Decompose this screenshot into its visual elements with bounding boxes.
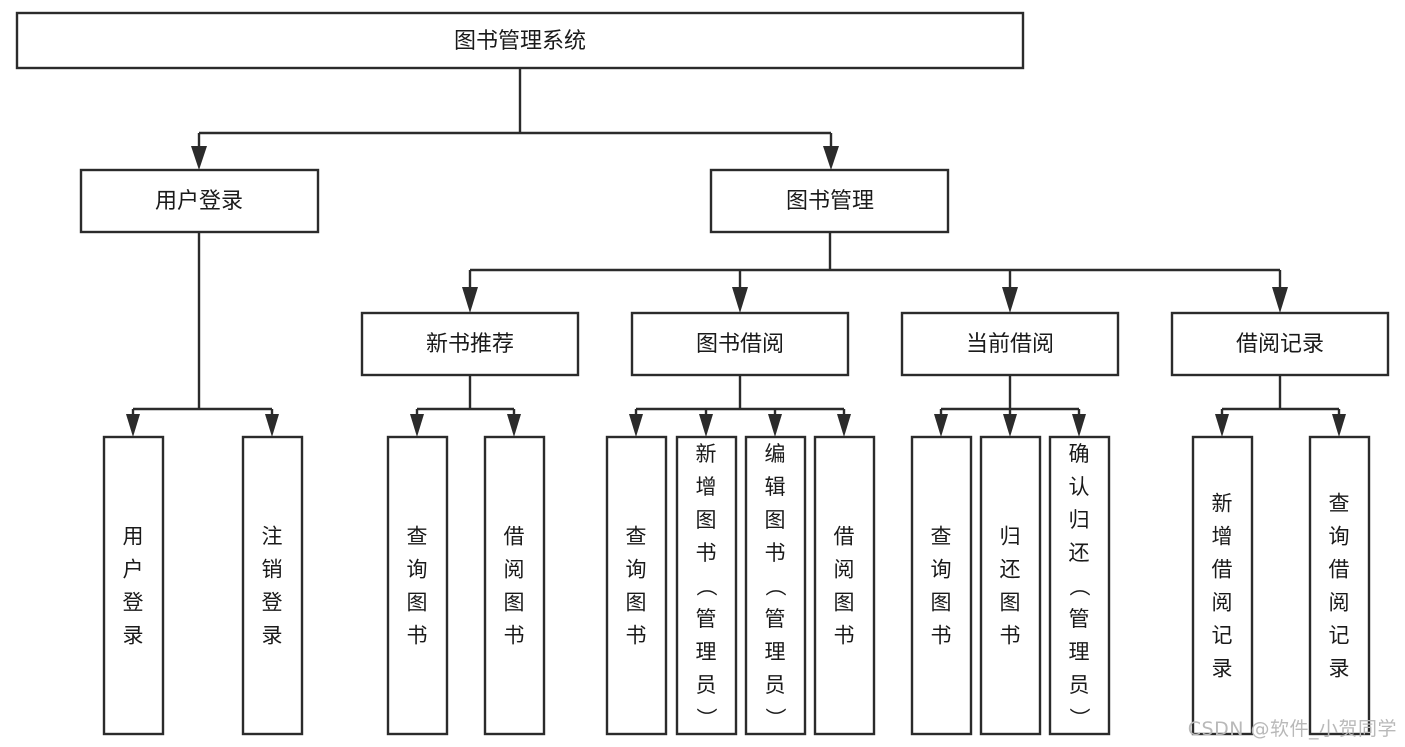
node-label: 查询图书 bbox=[407, 525, 428, 648]
node-label: 查询图书 bbox=[626, 525, 647, 648]
node-label: 新增借阅记录 bbox=[1212, 492, 1233, 681]
arrow-head-icon bbox=[410, 414, 424, 437]
node-label: 用户登录 bbox=[123, 525, 144, 648]
leaf-node-user-login[interactable]: 用户登录 bbox=[102, 435, 165, 736]
leaf-node-add-record[interactable]: 新增借阅记录 bbox=[1191, 435, 1254, 736]
node-rect bbox=[813, 435, 876, 736]
connector-currentborrow-to-leaves bbox=[934, 375, 1086, 437]
arrow-head-icon bbox=[1215, 414, 1229, 437]
leaf-node-edit-book[interactable]: 编辑图书管理员 （ ） bbox=[744, 435, 807, 736]
node-rect bbox=[744, 435, 807, 736]
node-label: 借阅图书 bbox=[834, 525, 855, 648]
leaf-node-query-book-2[interactable]: 查询图书 bbox=[605, 435, 668, 736]
node-label: 借阅记录 bbox=[1236, 332, 1324, 357]
svg-text:）: ） bbox=[694, 708, 718, 729]
node-label: 当前借阅 bbox=[966, 332, 1054, 357]
leaf-node-borrow-book-1[interactable]: 借阅图书 bbox=[483, 435, 546, 736]
node-rect bbox=[630, 311, 850, 377]
svg-text:）: ） bbox=[763, 708, 787, 729]
node-rect bbox=[900, 311, 1120, 377]
node-rect bbox=[1170, 311, 1390, 377]
arrow-head-icon bbox=[629, 414, 643, 437]
arrow-head-icon bbox=[126, 414, 140, 437]
node-label: 编辑图书管理员 bbox=[765, 442, 786, 697]
leaf-node-query-book-1[interactable]: 查询图书 bbox=[386, 435, 449, 736]
node-rect bbox=[675, 435, 738, 736]
leaf-node-query-book-3[interactable]: 查询图书 bbox=[910, 435, 973, 736]
node-user-login[interactable]: 用户登录 bbox=[79, 168, 320, 234]
arrow-head-icon bbox=[732, 287, 748, 313]
node-rect bbox=[1191, 435, 1254, 736]
node-label: 新书推荐 bbox=[426, 332, 514, 357]
node-label: 确认归还管理员 bbox=[1069, 442, 1090, 697]
node-rect bbox=[15, 11, 1025, 70]
leaf-node-borrow-book-2[interactable]: 借阅图书 bbox=[813, 435, 876, 736]
node-label: 新增图书管理员 bbox=[696, 442, 717, 697]
node-label: 图书管理 bbox=[786, 189, 874, 214]
arrow-head-icon bbox=[191, 146, 207, 170]
node-rect bbox=[979, 435, 1042, 736]
node-current-borrow[interactable]: 当前借阅 bbox=[900, 311, 1120, 377]
connector-bookborrow-to-leaves bbox=[629, 375, 851, 437]
node-rect bbox=[241, 435, 304, 736]
node-label: 借阅图书 bbox=[504, 525, 525, 648]
connector-newbook-to-leaves bbox=[410, 375, 521, 437]
connector-userlogin-to-leaves bbox=[126, 232, 279, 437]
arrow-head-icon bbox=[1272, 287, 1288, 313]
leaf-node-logout-login[interactable]: 注销登录 bbox=[241, 435, 304, 736]
node-label: 图书借阅 bbox=[696, 332, 784, 357]
node-new-book-recommend[interactable]: 新书推荐 bbox=[360, 311, 580, 377]
node-label: 归还图书 bbox=[1000, 525, 1021, 648]
arrow-head-icon bbox=[462, 287, 478, 313]
arrow-head-icon bbox=[1332, 414, 1346, 437]
node-book-management-system[interactable]: 图书管理系统 bbox=[15, 11, 1025, 70]
node-rect bbox=[1048, 435, 1111, 736]
node-borrow-record[interactable]: 借阅记录 bbox=[1170, 311, 1390, 377]
node-rect bbox=[1308, 435, 1371, 736]
arrow-head-icon bbox=[823, 146, 839, 170]
node-rect bbox=[709, 168, 950, 234]
leaf-node-return-book[interactable]: 归还图书 bbox=[979, 435, 1042, 736]
connector-root-to-level2 bbox=[191, 68, 839, 170]
arrow-head-icon bbox=[1072, 414, 1086, 437]
svg-text:（: （ bbox=[1067, 576, 1091, 597]
node-book-management[interactable]: 图书管理 bbox=[709, 168, 950, 234]
arrow-head-icon bbox=[699, 414, 713, 437]
connector-bookmgmt-to-level3 bbox=[462, 232, 1288, 313]
svg-text:（: （ bbox=[763, 576, 787, 597]
node-label: 用户登录 bbox=[155, 189, 243, 214]
arrow-head-icon bbox=[768, 414, 782, 437]
node-rect bbox=[483, 435, 546, 736]
node-rect bbox=[102, 435, 165, 736]
node-label: 注销登录 bbox=[262, 525, 283, 648]
node-book-borrow[interactable]: 图书借阅 bbox=[630, 311, 850, 377]
arrow-head-icon bbox=[265, 414, 279, 437]
node-rect bbox=[360, 311, 580, 377]
leaf-node-query-record[interactable]: 查询借阅记录 bbox=[1308, 435, 1371, 736]
leaf-node-confirm-return[interactable]: 确认归还管理员 （ ） bbox=[1048, 435, 1111, 736]
svg-text:（: （ bbox=[694, 576, 718, 597]
arrow-head-icon bbox=[837, 414, 851, 437]
arrow-head-icon bbox=[934, 414, 948, 437]
leaf-node-add-book[interactable]: 新增图书管理员 （ ） bbox=[675, 435, 738, 736]
arrow-head-icon bbox=[1003, 414, 1017, 437]
node-rect bbox=[79, 168, 320, 234]
connector-borrowrecord-to-leaves bbox=[1215, 375, 1346, 437]
node-rect bbox=[386, 435, 449, 736]
node-label: 查询图书 bbox=[931, 525, 952, 648]
arrow-head-icon bbox=[1002, 287, 1018, 313]
node-rect bbox=[910, 435, 973, 736]
node-rect bbox=[605, 435, 668, 736]
node-label: 图书管理系统 bbox=[454, 29, 586, 54]
arrow-head-icon bbox=[507, 414, 521, 437]
node-label: 查询借阅记录 bbox=[1329, 492, 1350, 681]
svg-text:）: ） bbox=[1067, 708, 1091, 729]
